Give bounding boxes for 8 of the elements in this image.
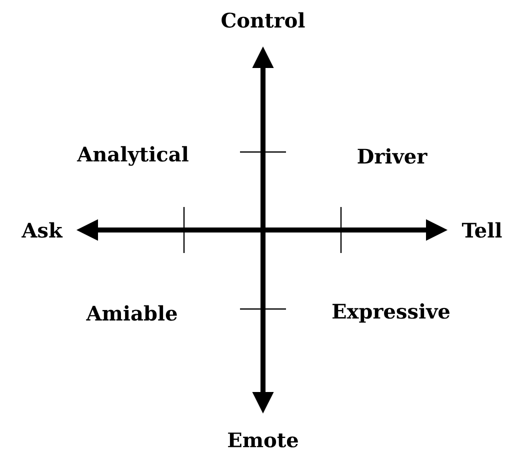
axis-label: Tell [462, 222, 502, 238]
axis-label: Analytical [76, 146, 188, 166]
axis-label: Emote [228, 432, 298, 448]
axis-label: Expressive [332, 303, 450, 323]
axis-label: Amiable [86, 305, 177, 321]
axis-label: Control [222, 12, 305, 28]
axis-label: Ask [22, 222, 63, 238]
axis-label: Driver [358, 148, 428, 164]
